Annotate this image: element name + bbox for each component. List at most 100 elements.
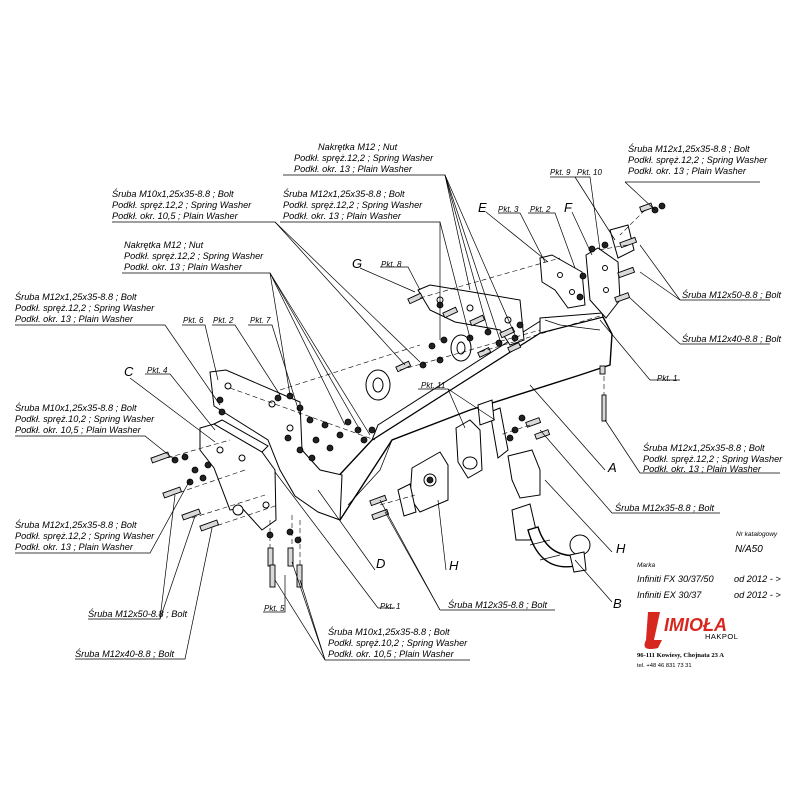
- label-line: Podkł. spręż.12,2 ; Spring Washer: [112, 200, 252, 210]
- bolts-bottom: [266, 528, 303, 588]
- label-line: Śruba M10x1,25x35-8.8 ; Bolt: [112, 188, 234, 199]
- assembly-lines: [159, 209, 646, 565]
- label-bolt-left-2: Śruba M10x1,25x35-8.8 ; Bolt Podkł. sprę…: [15, 402, 155, 435]
- label-line: Podkł. spręż.10,2 ; Spring Washer: [328, 638, 468, 648]
- pkt-2-left: Pkt. 2: [213, 316, 234, 325]
- letter-h-right: H: [616, 541, 626, 556]
- pkt-6: Pkt. 6: [183, 316, 204, 325]
- label-line: Podkł. spręż.12,2 ; Spring Washer: [283, 200, 423, 210]
- pkt-1-right: Pkt. 1: [657, 374, 677, 383]
- label-line: Podkł. spręż.12,2 ; Spring Washer: [628, 155, 768, 165]
- pkt-9: Pkt. 9: [550, 168, 571, 177]
- label-line: Podkł. spręż.12,2 ; Spring Washer: [643, 454, 783, 464]
- label-bolt-right-mid: Śruba M12x1,25x35-8.8 ; Bolt Podkł. sprę…: [643, 442, 783, 474]
- bolt-cluster-top: [395, 292, 522, 373]
- bracket-g: [417, 284, 525, 346]
- letter-a: A: [607, 460, 617, 475]
- label-line: Podkł. okr. 13 ; Plain Washer: [643, 464, 762, 474]
- label-line: Podkł. spręż.12,2 ; Spring Washer: [294, 153, 434, 163]
- letter-b: B: [613, 596, 622, 611]
- year-1: od 2012 - >: [734, 574, 781, 584]
- label-m12x40-left: Śruba M12x40-8.8 ; Bolt: [75, 648, 175, 659]
- label-m12x40-right: Śruba M12x40-8.8 ; Bolt: [682, 333, 782, 344]
- label-line: Śruba M12x1,25x35-8.8 ; Bolt: [283, 188, 405, 199]
- rubber-bushings: [365, 334, 472, 401]
- label-line: Podkł. spręż.10,2 ; Spring Washer: [15, 414, 155, 424]
- label-line: Śruba M10x1,25x35-8.8 ; Bolt: [15, 402, 137, 413]
- catalog-label: Nr katalogowy: [736, 531, 778, 538]
- logo-mark: [644, 612, 662, 649]
- brand-logo: IMIOŁA HAKPOL 96-111 Kowiesy, Chojnata 2…: [637, 612, 738, 669]
- pkt-8: Pkt. 8: [381, 260, 402, 269]
- address: 96-111 Kowiesy, Chojnata 23 A: [637, 652, 724, 659]
- label-line: Podkł. okr. 13 ; Plain Washer: [283, 211, 402, 221]
- label-line: Nakrętka M12 ; Nut: [124, 240, 204, 250]
- label-m12x35-bottom: Śruba M12x35-8.8 ; Bolt: [448, 599, 548, 610]
- letter-f: F: [564, 200, 573, 215]
- center-plate: [455, 399, 509, 479]
- ball-neck-b: [507, 449, 591, 573]
- bracket-e: [539, 254, 586, 309]
- brand-sub: HAKPOL: [705, 632, 738, 641]
- letter-e: E: [478, 200, 487, 215]
- label-line: Podkł. spręż.12,2 ; Spring Washer: [15, 303, 155, 313]
- label-line: Śruba M12x1,25x35-8.8 ; Bolt: [15, 291, 137, 302]
- pkt-4: Pkt. 4: [147, 366, 168, 375]
- label-bolt-m12-top-mid: Śruba M12x1,25x35-8.8 ; Bolt Podkł. sprę…: [283, 188, 423, 221]
- label-line: Nakrętka M12 ; Nut: [318, 142, 398, 152]
- letter-h-bottom: H: [449, 558, 459, 573]
- pkt-2-top: Pkt. 2: [530, 205, 551, 214]
- label-line: Podkł. okr. 13 ; Plain Washer: [628, 166, 747, 176]
- pkt-7: Pkt. 7: [250, 316, 271, 325]
- washers-top: [419, 301, 524, 369]
- brand-name: IMIOŁA: [664, 615, 727, 635]
- label-line: Śruba M12x1,25x35-8.8 ; Bolt: [15, 519, 137, 530]
- pkt-1-bottom: Pkt. 1: [380, 602, 400, 611]
- catalog-number: N/A50: [735, 544, 763, 555]
- pkt-5: Pkt. 5: [264, 604, 285, 613]
- label-bolt-m10-top: Śruba M10x1,25x35-8.8 ; Bolt Podkł. sprę…: [112, 188, 252, 221]
- info-block: Nr katalogowy N/A50 Marka Infiniti FX 30…: [637, 531, 781, 600]
- label-bolt-top-right: Śruba M12x1,25x35-8.8 ; Bolt Podkł. sprę…: [628, 143, 768, 176]
- label-line: Podkł. okr. 10,5 ; Plain Washer: [112, 211, 239, 221]
- label-line: Podkł. okr. 13 ; Plain Washer: [15, 542, 134, 552]
- pkt-3: Pkt. 3: [498, 205, 519, 214]
- pkt-11: Pkt. 11: [421, 381, 445, 390]
- make-label: Marka: [637, 562, 655, 569]
- label-m12x35-right: Śruba M12x35-8.8 ; Bolt: [615, 502, 715, 513]
- label-line: Podkł. okr. 13 ; Plain Washer: [294, 164, 413, 174]
- label-line: Podkł. spręż.12,2 ; Spring Washer: [15, 531, 155, 541]
- label-line: Podkł. okr. 10,5 ; Plain Washer: [15, 425, 142, 435]
- label-nut-left: Nakrętka M12 ; Nut Podkł. spręż.12,2 ; S…: [124, 240, 264, 272]
- label-m12x50-left: Śruba M12x50-8.8 ; Bolt: [88, 608, 188, 619]
- year-2: od 2012 - >: [734, 590, 781, 600]
- bolts-right-middle: [369, 414, 551, 521]
- label-line: Podkł. okr. 13 ; Plain Washer: [124, 262, 243, 272]
- leader-lines: [15, 174, 780, 661]
- label-bolt-left-1: Śruba M12x1,25x35-8.8 ; Bolt Podkł. sprę…: [15, 291, 155, 324]
- bracket-c: [199, 419, 277, 531]
- bracket-d: [209, 369, 343, 521]
- pkt-10: Pkt. 10: [577, 168, 602, 177]
- label-bolt-bottom: Śruba M10x1,25x35-8.8 ; Bolt Podkł. sprę…: [328, 626, 468, 659]
- bolts-middle-left: [274, 392, 376, 462]
- fasteners: [150, 202, 666, 588]
- label-line: Podkł. spręż.12,2 ; Spring Washer: [124, 251, 264, 261]
- bracket-f: [585, 224, 635, 319]
- label-line: Śruba M10x1,25x35-8.8 ; Bolt: [328, 626, 450, 637]
- letter-g: G: [352, 256, 362, 271]
- model-1: Infiniti FX 30/37/50: [637, 574, 714, 584]
- letter-d: D: [376, 556, 385, 571]
- label-line: Podkł. okr. 10,5 ; Plain Washer: [328, 649, 455, 659]
- label-bolt-left-3: Śruba M12x1,25x35-8.8 ; Bolt Podkł. sprę…: [15, 519, 155, 552]
- socket-plate-h: [397, 451, 449, 517]
- model-2: Infiniti EX 30/37: [637, 590, 702, 600]
- label-line: Podkł. okr. 13 ; Plain Washer: [15, 314, 134, 324]
- phone: tel. +48 46 831 73 31: [637, 663, 692, 669]
- label-line: Śruba M12x1,25x35-8.8 ; Bolt: [628, 143, 750, 154]
- bolts-left: [150, 396, 226, 532]
- letter-c: C: [124, 364, 134, 379]
- label-nut-top: Nakrętka M12 ; Nut Podkł. spręż.12,2 ; S…: [294, 142, 434, 174]
- label-m12x50-right: Śruba M12x50-8.8 ; Bolt: [682, 289, 782, 300]
